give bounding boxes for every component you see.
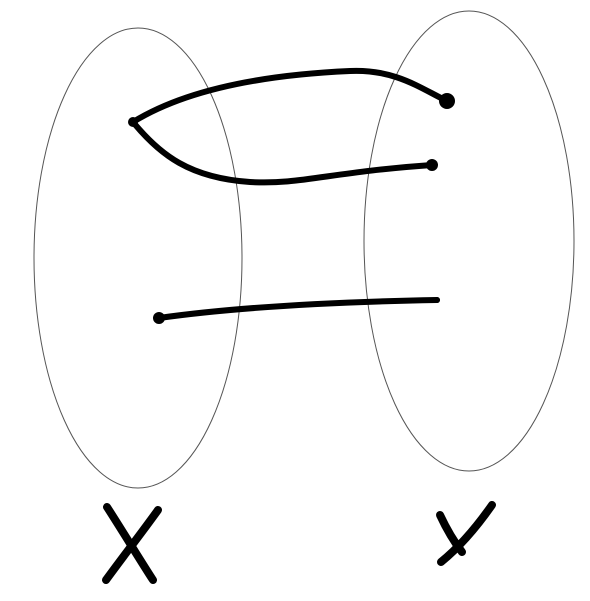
point-y3 <box>434 297 440 303</box>
set-x-ellipse <box>33 27 243 489</box>
point-y2 <box>426 159 438 171</box>
edge-x1-y1 <box>130 67 450 125</box>
set-label-y <box>436 501 496 566</box>
point-y1 <box>439 93 455 109</box>
edge-x1-y2 <box>130 119 435 186</box>
point-x1 <box>128 117 138 127</box>
set-y-ellipse <box>363 10 575 472</box>
edge-x2-y3 <box>156 297 440 321</box>
set-label-x <box>102 503 162 584</box>
point-x2 <box>153 312 165 324</box>
